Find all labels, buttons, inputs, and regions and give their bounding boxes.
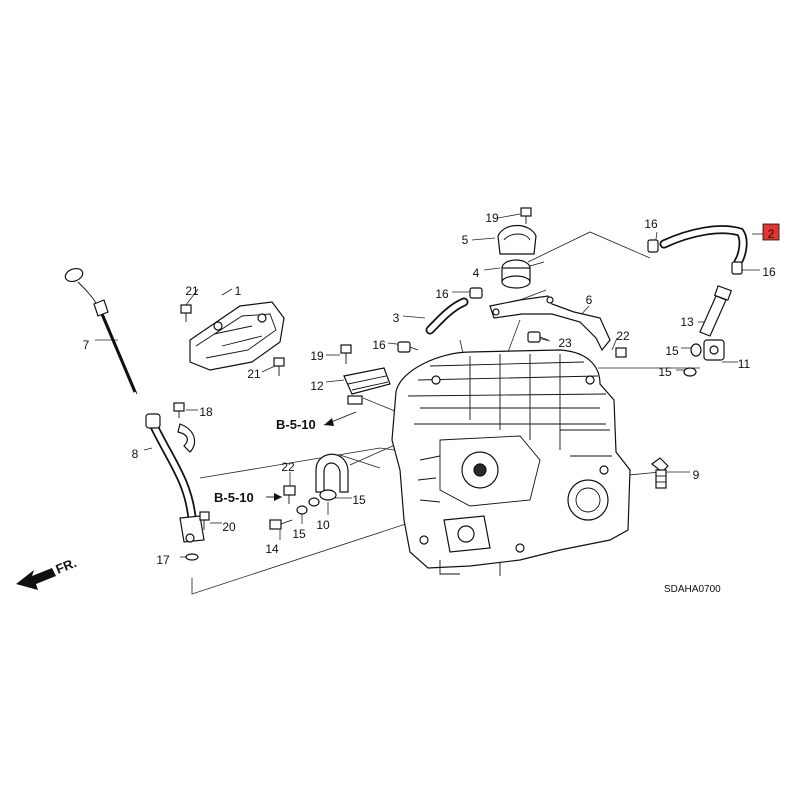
callout-c21b: 21	[247, 367, 261, 381]
callout-c16c: 16	[435, 287, 449, 301]
reference-arrow-2	[266, 493, 282, 501]
stay-part-6	[489, 295, 611, 352]
callout-c6: 6	[586, 293, 593, 307]
plug-part-9	[651, 457, 669, 489]
callout-c4: 4	[473, 266, 480, 280]
callout-c22b: 22	[281, 460, 295, 474]
callout-2-highlight	[762, 223, 780, 241]
callout-c10: 10	[316, 518, 330, 532]
breather-hose-part-2	[659, 225, 748, 267]
reference-arrow-1	[323, 411, 357, 426]
bolt-part-19a	[520, 207, 532, 224]
bracket-part-12	[343, 367, 391, 405]
washer-part-15a	[296, 505, 308, 515]
callout-c15d: 15	[658, 365, 672, 379]
washer-part-15c	[690, 343, 702, 357]
fitting-part-11	[703, 339, 725, 361]
clamp-part-16d	[397, 341, 419, 353]
callout-c1: 1	[235, 284, 242, 298]
bolt-part-21a	[180, 304, 192, 322]
washer-part-15b	[308, 497, 320, 507]
callout-c20: 20	[222, 520, 236, 534]
bolt-part-14	[269, 519, 293, 530]
callout-c8: 8	[132, 447, 139, 461]
callout-c18: 18	[199, 405, 213, 419]
bracket-part-5	[497, 224, 537, 255]
sensor-part-13	[699, 285, 733, 337]
sensor-part-23	[527, 331, 549, 343]
callout-c2: 2	[768, 227, 775, 241]
bracket-part-1	[189, 301, 285, 371]
filler-pipe-part-8	[145, 413, 205, 543]
callout-c5: 5	[462, 233, 469, 247]
breather-hose-part-3	[425, 297, 469, 335]
callout-c3: 3	[393, 311, 400, 325]
callout-c22a: 22	[616, 329, 630, 343]
callout-c14: 14	[265, 542, 279, 556]
reference-label-1: B-5-10	[276, 417, 316, 432]
clamp-part-16b	[731, 261, 743, 275]
clamp-part-16c	[469, 287, 483, 299]
bolt-part-19b	[340, 344, 352, 364]
callout-c15b: 15	[352, 493, 366, 507]
callout-c7: 7	[83, 338, 90, 352]
callout-labels: 1234567891011121314151515151616161617181…	[83, 211, 776, 567]
callout-c19b: 19	[310, 349, 324, 363]
callout-c19a: 19	[485, 211, 499, 225]
callout-c15a: 15	[292, 527, 306, 541]
callout-c12: 12	[310, 379, 324, 393]
breather-cap-part-4	[501, 259, 545, 289]
callout-c23: 23	[558, 336, 572, 350]
transmission-assembly	[391, 349, 631, 576]
callout-c15c: 15	[665, 344, 679, 358]
front-label: FR.	[54, 555, 79, 577]
callout-c16b: 16	[762, 265, 776, 279]
pipe-part-10	[315, 453, 349, 501]
washer-part-17	[185, 553, 199, 561]
callout-c11: 11	[738, 357, 751, 371]
bolt-part-22b	[283, 485, 296, 504]
diagram-code: SDAHA0700	[664, 584, 721, 595]
bolt-part-20	[199, 511, 210, 530]
washer-part-15d	[683, 367, 697, 377]
callout-c9: 9	[693, 468, 700, 482]
callout-c13: 13	[680, 315, 694, 329]
dipstick-part-7	[64, 267, 138, 395]
front-arrow	[16, 568, 56, 590]
callout-c16a: 16	[644, 217, 658, 231]
callout-c16d: 16	[372, 338, 386, 352]
bolt-part-18	[173, 402, 185, 418]
reference-label-2: B-5-10	[214, 490, 254, 505]
clamp-part-16a	[647, 239, 659, 253]
bolt-part-21b	[273, 357, 285, 376]
bolt-part-22a	[615, 347, 627, 358]
callout-c17: 17	[156, 553, 170, 567]
callout-c21a: 21	[185, 284, 199, 298]
